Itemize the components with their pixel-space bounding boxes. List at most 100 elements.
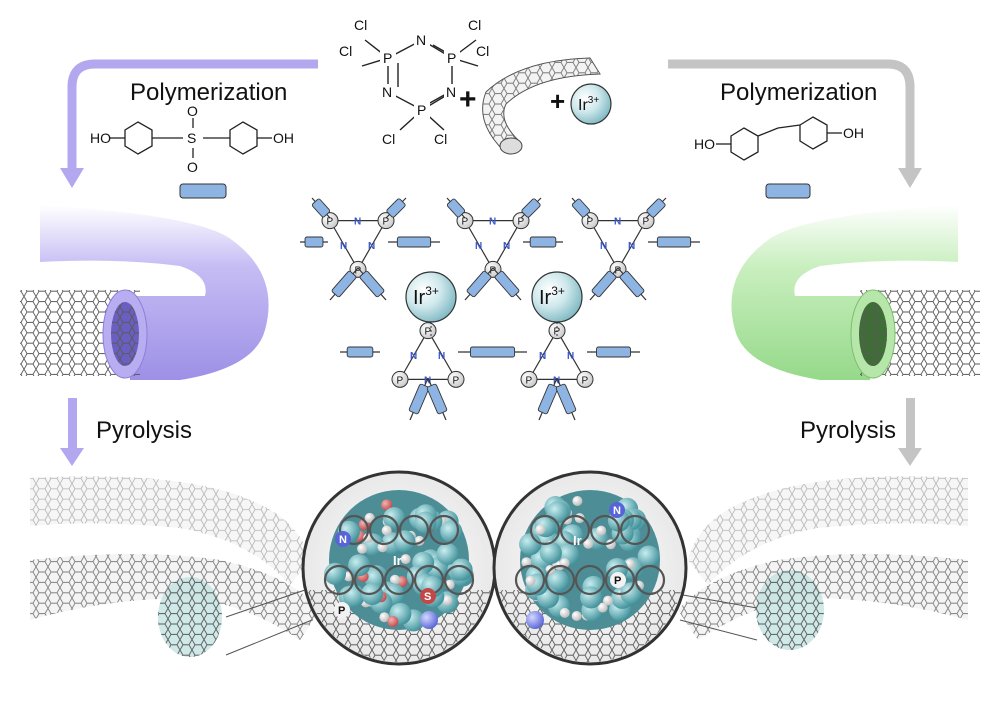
plus-sign-2: + [550, 86, 565, 116]
linker-bar [304, 236, 324, 248]
p-atom [391, 370, 409, 388]
left-polymerization-label: Polymerization [130, 79, 287, 106]
left-linker-legend [179, 183, 227, 199]
phosphazene-ring [588, 220, 648, 271]
cluster-atom [539, 541, 562, 564]
n-atom: N [503, 241, 510, 252]
n-atom: N [614, 217, 621, 228]
cluster-atom [572, 496, 583, 506]
carbon-cage-ring [338, 514, 370, 546]
carbon-cage-ring [323, 564, 355, 596]
svg-text:P: P [614, 575, 621, 587]
p-atom [581, 212, 599, 230]
cluster-atom [381, 525, 392, 536]
p-atom-label: P [327, 217, 334, 228]
linker-bar [591, 270, 617, 298]
svg-text:Cl: Cl [354, 17, 367, 33]
cluster-atom [519, 533, 542, 556]
ir-ion-network-right: Ir3+ [531, 271, 583, 338]
cluster-atom [390, 574, 400, 585]
p-atom [512, 212, 530, 230]
n-dopant-atom [420, 611, 438, 629]
n-atom: N [368, 241, 375, 252]
linker-bar [619, 270, 645, 298]
cluster-atom [596, 525, 607, 536]
svg-text:O: O [187, 103, 198, 119]
cluster-atom [571, 611, 582, 621]
svg-text:Cl: Cl [339, 43, 352, 59]
cluster-atom [436, 543, 459, 565]
p-atom-label: P [518, 217, 525, 228]
p-atom-label: P [615, 265, 622, 276]
carbon-cage-ring [368, 514, 400, 546]
n-dopant-atom [526, 611, 544, 629]
cluster-atom [525, 575, 536, 586]
p-atom [576, 370, 594, 388]
svg-text:Cl: Cl [434, 131, 447, 147]
svg-text:Cl: Cl [382, 131, 395, 147]
svg-text:P: P [447, 50, 456, 66]
svg-text:S: S [424, 591, 431, 603]
svg-text:P: P [417, 102, 426, 118]
cluster-atom [357, 543, 368, 554]
right-coated-nanotube [731, 205, 980, 380]
p-atom-label: P [526, 375, 533, 386]
p-atom-label: P [383, 217, 390, 228]
bisphenol-s-labels: HO S O O OH [90, 103, 294, 175]
linker-bar [408, 383, 430, 415]
cluster-atom [521, 557, 532, 568]
right-linker-legend [765, 183, 811, 199]
svg-text:HO: HO [694, 136, 715, 152]
left-zoom-cluster [301, 470, 497, 666]
svg-text:Ir: Ir [573, 533, 582, 548]
left-pyrolysis-arrow [60, 398, 84, 466]
cluster-atom [583, 538, 594, 549]
right-flow-arrow [668, 59, 922, 188]
biphenol-labels: HO OH [694, 125, 864, 152]
carbon-cage-ring [559, 514, 591, 546]
cluster-atom [387, 616, 399, 627]
svg-text:N: N [339, 534, 347, 546]
svg-text:N: N [446, 84, 456, 100]
carbon-cage-ring [529, 514, 561, 546]
cluster-atom [442, 595, 453, 606]
zoom-connectors [225, 589, 758, 656]
linker-bar [396, 236, 432, 248]
cluster-atom [364, 512, 375, 523]
right-pyrolyzed-nanotubes [678, 476, 968, 650]
carbon-cage-ring [514, 564, 546, 596]
svg-text:Ir3+: Ir3+ [413, 284, 439, 309]
left-pyrolyzed-nanotubes [30, 476, 320, 657]
n-atom: N [628, 241, 635, 252]
cluster-atom [348, 554, 371, 577]
p-atom [419, 322, 437, 340]
n-atom: N [600, 241, 607, 252]
carbon-cage-ring [428, 514, 460, 546]
svg-text:Cl: Cl [468, 17, 481, 33]
p-atom [321, 212, 339, 230]
linker-bar [555, 383, 577, 415]
carbon-cage-ring [634, 564, 666, 596]
cluster-atom [546, 569, 569, 592]
carbon-cage-ring [574, 564, 606, 596]
n-atom: N [567, 351, 574, 362]
linker-bar [469, 346, 516, 358]
svg-text:P: P [383, 50, 392, 66]
biphenol-structure [716, 116, 842, 161]
linker-bar [656, 236, 692, 248]
linker-bar [571, 198, 591, 218]
cluster-atom [400, 554, 411, 565]
n-atom: N [553, 375, 560, 386]
linker-bar [529, 236, 557, 248]
linker-bar [596, 346, 631, 358]
linker-bar [646, 198, 666, 218]
carbon-cage-ring [544, 564, 576, 596]
linker-bar [346, 346, 374, 358]
right-zoom-cluster [492, 470, 688, 666]
p-atom-label: P [462, 217, 469, 228]
cluster-atom [637, 545, 660, 568]
carbon-cage-ring [443, 564, 475, 596]
n-atom: N [539, 351, 546, 362]
cluster-atom [450, 558, 473, 581]
